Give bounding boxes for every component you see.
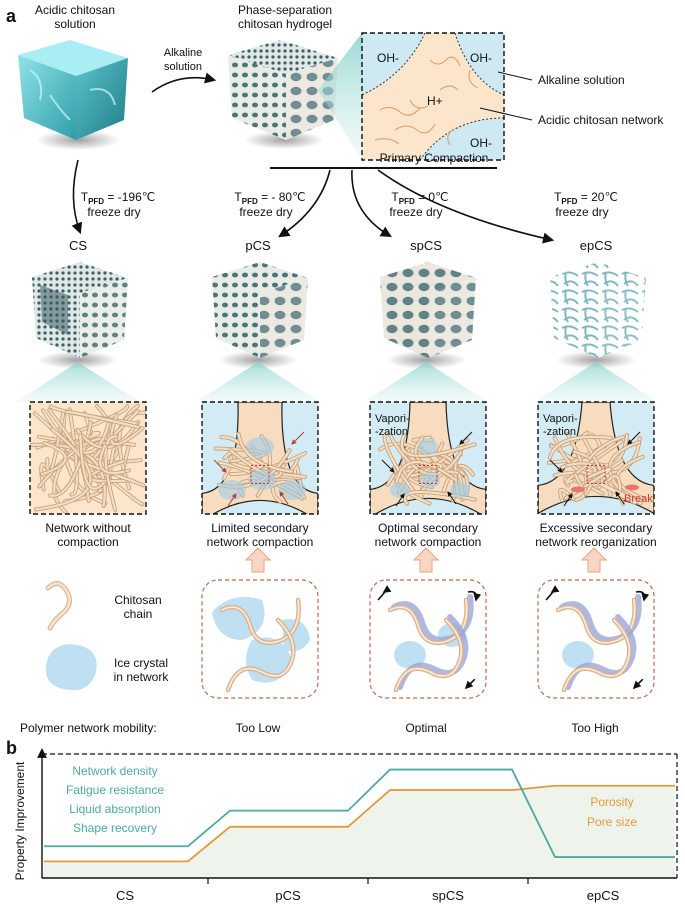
acidic-solution-cube [18, 40, 128, 150]
sample-name: epCS [580, 238, 613, 253]
y-axis-label: Property Improvement [13, 761, 27, 880]
property-chart: CS pCS spCS epCS Property Improvement Network… [13, 748, 678, 903]
orange-area [44, 785, 675, 878]
category-label: epCS [587, 888, 620, 903]
teal-property-label: Network density [72, 764, 157, 778]
route-temperature: TPFD = - 80℃ [234, 190, 305, 206]
inset-oh-top-left: OH- [377, 51, 399, 65]
magnify-cone [318, 33, 362, 160]
inset-border [537, 401, 655, 515]
category-label: spCS [432, 888, 464, 903]
route-process: freeze dry [87, 205, 140, 219]
category-label: pCS [275, 888, 301, 903]
category-label: CS [116, 888, 134, 903]
sample-name: CS [69, 238, 87, 253]
teal-property-label: Liquid absorption [69, 802, 160, 816]
magnify-cone [534, 362, 658, 402]
magnify-cone [196, 362, 320, 402]
break-label: Break [624, 493, 653, 505]
sample-name: pCS [245, 238, 271, 253]
series-teal-line [44, 768, 675, 858]
route-temperature: TPFD = 0℃ [391, 190, 448, 206]
mobility-too-high: Too High [571, 721, 618, 735]
sample-pcs: pCS [196, 238, 320, 402]
legend-chitosan-chain [45, 581, 72, 631]
mobility-box-1 [369, 579, 487, 699]
inset-border [369, 401, 487, 515]
route-process: freeze dry [555, 205, 608, 219]
route-arrow-pcs [278, 169, 331, 238]
inset-border [201, 401, 319, 515]
orange-property-label: Porosity [590, 795, 633, 809]
route-arrow-spcs [351, 169, 392, 238]
inset-oh-bottom: OH- [470, 136, 492, 150]
alkaline-arrow [151, 72, 217, 93]
mobility-box-2 [537, 579, 655, 699]
mobility-box-0 [201, 579, 319, 699]
legend-acidic-network: Acidic chitosan network [538, 113, 664, 127]
route-temperature: TPFD = -196℃ [81, 190, 156, 206]
orange-property-label: Pore size [587, 815, 637, 829]
vaporization-label: Vapori--zation [543, 413, 578, 438]
inset-h-plus: H+ [427, 94, 443, 108]
alkaline-leader [497, 71, 533, 81]
route-temperature: TPFD = 20℃ [554, 190, 618, 206]
sample-name: spCS [410, 238, 442, 253]
up-arrows [244, 547, 608, 573]
primary-compaction-caption: Primary Compaction [380, 151, 489, 165]
mobility-title: Polymer network mobility: [20, 721, 157, 735]
series-orange-line [44, 784, 675, 863]
magnify-cone [16, 362, 140, 402]
legend-alkaline-solution: Alkaline solution [538, 73, 625, 87]
vaporization-label: Vapori--zation [375, 413, 410, 438]
mobility-optimal: Optimal [405, 721, 446, 735]
sample-cs: CS [16, 238, 140, 402]
route-process: freeze dry [239, 205, 292, 219]
panel-a-label: a [6, 6, 17, 26]
route-arrow-epcs [377, 169, 555, 244]
primary-compaction-inset: OH- OH- H+ OH- [361, 32, 505, 161]
teal-property-label: Fatigue resistance [66, 783, 164, 797]
hydrogel-cube [228, 40, 338, 149]
sample-epcs: epCS [534, 238, 658, 402]
route-arrow-cs [71, 159, 83, 235]
inset-oh-top-right: OH- [470, 51, 492, 65]
panel-b-label: b [6, 738, 17, 758]
sample-spcs: spCS [364, 238, 488, 402]
inset-border [29, 401, 147, 515]
mobility-too-low: Too Low [236, 721, 281, 735]
route-process: freeze dry [389, 205, 442, 219]
legend-ice-crystal [46, 644, 97, 691]
magnify-cone [364, 362, 488, 402]
teal-property-label: Shape recovery [73, 821, 157, 835]
network-leader [479, 107, 533, 121]
